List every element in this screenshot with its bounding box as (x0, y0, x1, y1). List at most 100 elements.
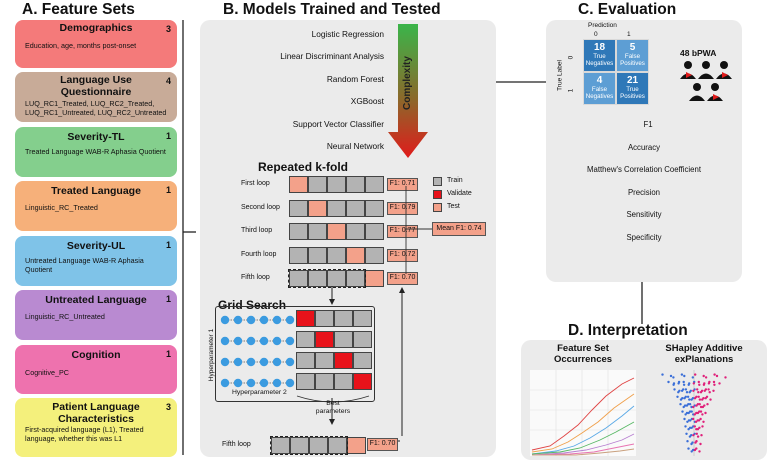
shap-point (698, 398, 702, 401)
feature-set-count: 4 (165, 76, 171, 86)
metric-name: Sensitivity (626, 210, 662, 220)
fold-train (346, 223, 365, 241)
connector-c-d (641, 282, 643, 324)
shap-point (677, 382, 680, 385)
shap-point (698, 403, 701, 406)
shap-point (685, 404, 689, 407)
feature-set-description: Education, age, months post-onset (25, 41, 137, 50)
shap-point (685, 391, 689, 394)
shap-point (694, 373, 697, 376)
hyperparameter-node (272, 378, 282, 388)
fold-train (315, 352, 334, 369)
section-title-feature-sets: A. Feature Sets (22, 1, 135, 18)
shap-point (712, 380, 716, 384)
feature-set-count: 1 (165, 185, 171, 195)
shap-point (687, 383, 690, 386)
prediction-axis-1: 1 (627, 31, 631, 38)
fold-train (365, 246, 384, 264)
metric-name: Matthew's Correlation Coefficient (586, 165, 702, 175)
fold-validate (296, 310, 315, 327)
feature-set-description: Linguistic_RC_Treated (25, 203, 98, 212)
fold-test (365, 270, 384, 288)
shap-point (676, 395, 679, 398)
legend-swatch (433, 190, 442, 199)
shap-point (718, 382, 721, 385)
fold-test (346, 246, 365, 264)
shap-point (695, 432, 698, 435)
people-icon (680, 61, 732, 101)
hyperparameter-node (285, 315, 295, 325)
shap-point (689, 419, 692, 422)
loop-label: Third loop (241, 227, 273, 235)
hyperparameter-node (285, 378, 295, 388)
shap-point (692, 405, 695, 409)
loop-label: Fourth loop (241, 250, 277, 258)
shap-point (690, 442, 693, 446)
fold-validate (315, 331, 334, 348)
shap-point (698, 426, 701, 429)
hyperparameter-node (272, 336, 282, 346)
shap-point (684, 425, 687, 428)
shap-point (686, 440, 689, 443)
confusion-label: True Positives (620, 86, 645, 100)
shap-point (696, 411, 700, 415)
confusion-label: False Positives (620, 53, 645, 67)
shap-point (697, 419, 701, 422)
shap-point (661, 373, 664, 376)
feature-set-description: Linguistic_RC_Untreated (25, 312, 105, 321)
fold-train (289, 246, 308, 264)
feature-bracket (182, 20, 196, 455)
hyperparameter-node (246, 357, 256, 367)
model-name: XGBoost (350, 96, 384, 107)
fold-train (334, 331, 353, 348)
shap-point (715, 374, 719, 378)
shap-point (701, 405, 705, 409)
shap-point (687, 428, 690, 431)
confusion-label: True Negatives (585, 53, 614, 67)
fold-train (309, 437, 328, 454)
shap-point (696, 435, 700, 438)
shap-point (682, 383, 686, 386)
fold-train (365, 176, 384, 193)
shap-point (690, 410, 693, 413)
shap-point (709, 398, 712, 401)
grid-search-outline (215, 306, 375, 402)
shap-title: SHapley Additive exPlanations (665, 343, 743, 365)
complexity-arrow (388, 24, 428, 158)
shap-point (712, 389, 715, 392)
shap-point (704, 397, 707, 400)
feature-set-description: First-acquired language (L1), Treated la… (25, 425, 144, 443)
fold-train (315, 310, 334, 327)
confusion-count: 21 (626, 75, 639, 86)
hyperparameter-node (233, 378, 243, 388)
model-name: Neural Network (326, 141, 384, 151)
fold-validate (334, 352, 353, 369)
fold-train (296, 331, 315, 348)
mean-bracket (405, 186, 432, 274)
loop-f1-box: F1: 0.70 (387, 272, 418, 286)
fold-train (365, 223, 384, 241)
model-name: Random Forest (326, 73, 384, 84)
loop-f1-box: F1: 0.71 (387, 178, 418, 191)
feature-set-count: 1 (165, 131, 171, 141)
feature-set-title: Patient Language Characteristics (52, 401, 140, 425)
shap-point (680, 373, 684, 376)
shap-point (692, 417, 695, 421)
shap-point (690, 450, 693, 453)
fold-train (290, 437, 309, 454)
grid-search-title: Grid Search (218, 298, 287, 312)
fold-train (346, 270, 365, 288)
shap-point (702, 420, 705, 423)
occurrences-plot (530, 370, 636, 456)
hyperparameter-node (233, 357, 243, 367)
shap-point (701, 413, 704, 416)
loop-label: Second loop (241, 203, 280, 211)
shap-plot (661, 370, 727, 456)
fold-train (296, 373, 315, 390)
shap-point (690, 426, 693, 429)
hyperparameter-node (259, 357, 269, 367)
